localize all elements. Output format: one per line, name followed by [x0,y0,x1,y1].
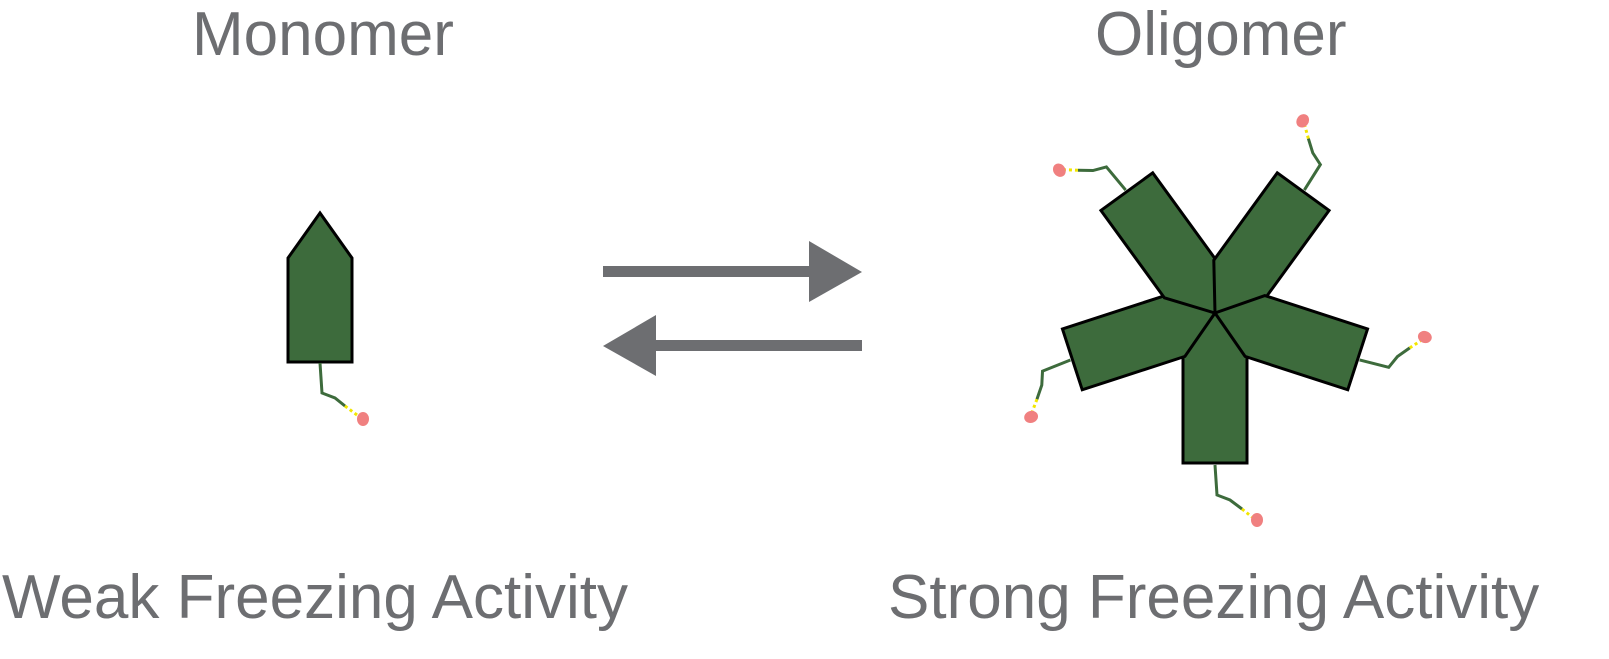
monomer-caption: Weak Freezing Activity [2,563,628,632]
oligomer-title: Oligomer [1095,0,1347,69]
forward-arrow-icon [603,241,862,302]
reverse-arrow-icon [603,315,862,376]
oligomer-caption: Strong Freezing Activity [888,563,1540,632]
oligomer-pentamer [1000,110,1435,529]
monomer-subunit [286,210,369,426]
monomer-title: Monomer [192,0,454,69]
ligand-icon [357,412,369,426]
